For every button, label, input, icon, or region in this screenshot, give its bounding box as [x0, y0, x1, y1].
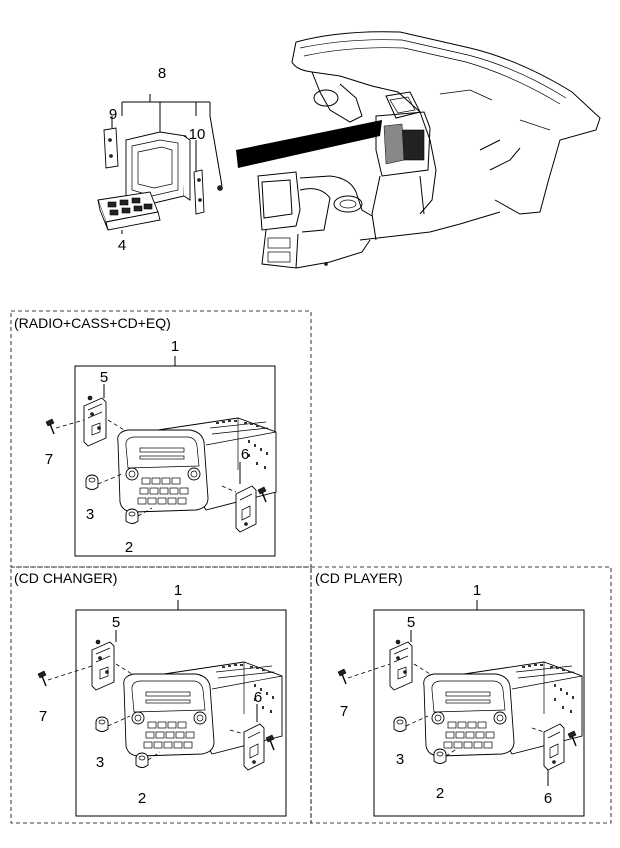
label-7: 7 — [45, 451, 53, 468]
label-3: 3 — [96, 754, 104, 771]
main-label: 1 — [473, 582, 481, 599]
callout-9: 9 — [109, 106, 117, 123]
label-5: 5 — [100, 369, 108, 386]
section-radio: (RADIO+CASS+CD+EQ) 1 5 7 6 3 2 — [10, 310, 312, 568]
section-title: (CD CHANGER) — [14, 570, 117, 586]
callout-10: 10 — [189, 126, 206, 143]
location-arrow — [236, 120, 382, 168]
label-6: 6 — [254, 689, 262, 706]
section-border — [310, 566, 612, 824]
assembly-box — [75, 609, 287, 817]
label-3: 3 — [86, 506, 94, 523]
section-title: (CD PLAYER) — [315, 570, 403, 586]
main-label: 1 — [171, 338, 179, 355]
assembly-box — [373, 609, 585, 817]
section-title: (RADIO+CASS+CD+EQ) — [14, 315, 171, 331]
dashboard-illustration — [257, 31, 601, 269]
label-7: 7 — [340, 703, 348, 720]
label-6: 6 — [241, 446, 249, 463]
label-5: 5 — [112, 614, 120, 631]
top-exploded-parts — [97, 94, 223, 234]
label-2: 2 — [125, 539, 133, 556]
label-3: 3 — [396, 751, 404, 768]
label-2: 2 — [138, 790, 146, 807]
label-6: 6 — [544, 790, 552, 807]
label-5: 5 — [407, 614, 415, 631]
section-cd-changer: (CD CHANGER) 1 5 7 6 3 2 — [10, 566, 312, 824]
label-7: 7 — [39, 708, 47, 725]
callout-8: 8 — [158, 65, 166, 82]
label-2: 2 — [436, 785, 444, 802]
section-border — [10, 310, 312, 568]
section-cd-player: (CD PLAYER) 1 5 7 3 2 6 — [310, 566, 612, 824]
callout-4: 4 — [118, 237, 126, 254]
main-label: 1 — [174, 582, 182, 599]
